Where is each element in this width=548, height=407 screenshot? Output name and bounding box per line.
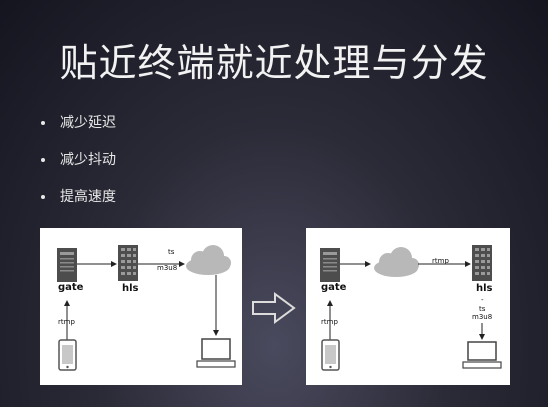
hls-label: hls — [476, 283, 493, 294]
cloud-icon — [186, 245, 231, 275]
cloud-icon — [374, 247, 419, 277]
gate-label: gate — [58, 282, 84, 293]
computer-icon — [196, 338, 236, 368]
transition-arrow-icon — [252, 292, 296, 324]
gate-server-icon — [57, 248, 77, 282]
ts-label: ts — [168, 248, 175, 256]
gate-label: gate — [321, 282, 347, 293]
m3u8-label: m3u8 — [472, 313, 493, 321]
hls-server-icon — [118, 245, 138, 281]
bullet-list: 减少延迟 减少抖动 提高速度 — [38, 113, 116, 224]
phone-icon — [321, 339, 340, 371]
diagram-after-svg — [320, 245, 502, 371]
hls-label: hls — [122, 283, 139, 294]
rtmp-top-label: rtmp — [432, 257, 449, 265]
gate-server-icon — [320, 248, 340, 282]
rtmp-label: rtmp — [58, 318, 75, 326]
bullet-item: 减少延迟 — [38, 113, 116, 150]
computer-icon — [462, 341, 502, 369]
dash-label: - — [481, 296, 484, 304]
rtmp-label: rtmp — [321, 318, 338, 326]
phone-icon — [58, 339, 77, 371]
bullet-item: 减少抖动 — [38, 150, 116, 187]
ts-label: ts — [479, 305, 486, 313]
diagram-after-panel: gate rtmp rtmp hls - ts m3u8 — [306, 228, 510, 385]
diagram-before-panel: gate hls rtmp ts m3u8 — [40, 228, 242, 385]
diagram-before-svg — [57, 245, 236, 371]
m3u8-label: m3u8 — [157, 264, 178, 272]
hls-server-icon — [472, 245, 492, 281]
bullet-item: 提高速度 — [38, 187, 116, 224]
slide-title: 贴近终端就近处理与分发 — [59, 41, 489, 85]
